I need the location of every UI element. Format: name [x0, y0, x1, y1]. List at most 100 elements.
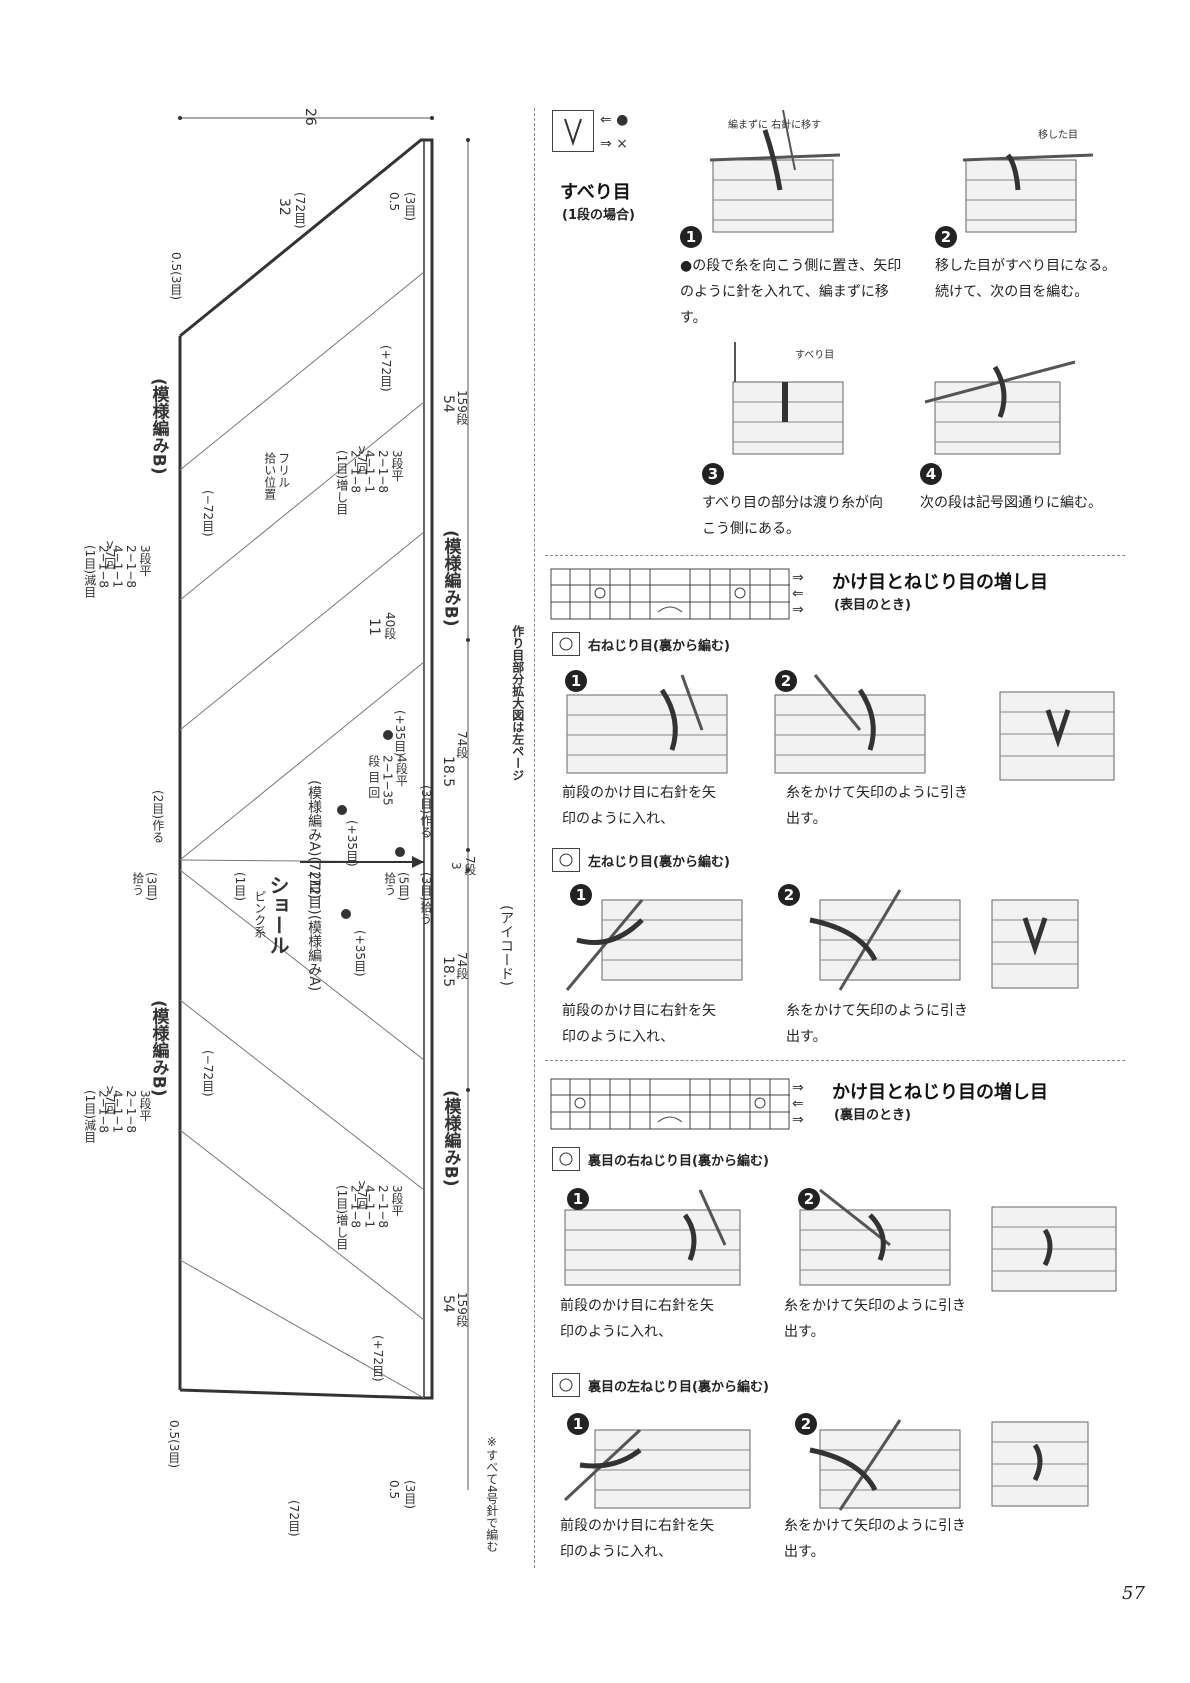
right-twist-step-1-text: 前段のかけ目に右針を矢印のように入れ、	[562, 785, 716, 827]
bottom-edge-stitches: (72目)	[286, 1500, 301, 1537]
frill-position: フリル 拾い位置	[262, 452, 291, 500]
mid-gap: 3	[448, 862, 463, 870]
purl-right-twist-step-1-text: 前段のかけ目に右針を矢印のように入れ、	[560, 1298, 714, 1340]
section-11-rows: 40段	[382, 612, 397, 640]
arrow-right-1: ⇒	[792, 570, 804, 586]
right-top-rows: 159段	[454, 390, 469, 425]
step-badge-1: 1	[680, 226, 702, 248]
needle-note: ※すべて4号針で編む	[484, 1435, 499, 1553]
pattern-b-label-4: (模様編みB)	[440, 1090, 461, 1187]
right-twist-badge-1: 1	[565, 670, 587, 692]
pattern-b-label-3: (模様編みB)	[148, 1000, 169, 1097]
top-left-corner: 0.5(3目)	[168, 252, 183, 301]
mid-gap-rows: 7段	[462, 856, 477, 876]
section-11: 11	[366, 618, 383, 636]
pattern-a-upper: (模様編みA)(72目)	[306, 780, 323, 900]
left-twist-badge-1: 1	[570, 884, 592, 906]
purl-left-twist-step-1-text: 前段のかけ目に右針を矢印のように入れ、	[560, 1518, 714, 1560]
arrow-dot: ⇐ ●	[600, 112, 629, 128]
right-twist-label: 右ねじり目(裏から編む)	[588, 639, 730, 654]
step-badge-4: 4	[920, 463, 942, 485]
purl-right-twist-label: 裏目の右ねじり目(裏から編む)	[588, 1154, 769, 1169]
purl-right-twist-badge-2: 2	[798, 1188, 820, 1210]
slip-step-3-text: すべり目の部分は渡り糸が向こう側にある。	[702, 495, 884, 537]
yarn-label: ピンク系	[252, 890, 267, 938]
left-twist-symbol	[552, 848, 580, 872]
three-stitch-pick: (3目) 拾う	[130, 872, 159, 901]
left-twist-illustration-2	[809, 889, 961, 991]
page-number: 57	[1122, 1583, 1145, 1604]
label-moved: 移した目	[1038, 130, 1078, 141]
purl-right-twist-result	[991, 1206, 1117, 1292]
purl-left-twist-label: 裏目の左ねじり目(裏から編む)	[588, 1380, 769, 1395]
purl-left-twist-badge-2: 2	[795, 1413, 817, 1435]
label-slip: すべり目	[795, 350, 835, 361]
knit-increase-chart	[550, 568, 790, 620]
top-right-corner-stitches: (3目)	[402, 192, 417, 221]
five-stitch-pick: (5目) 拾う	[382, 872, 411, 901]
top-right-corner: 0.5	[386, 192, 401, 212]
slip-stitch-title: すべり目	[560, 182, 631, 203]
purl-right-twist-symbol	[552, 1147, 580, 1171]
arrow-right-2: ⇒	[792, 602, 804, 618]
mid-lower-height: 18.5	[440, 956, 457, 988]
mid-upper-rows: 74段	[454, 731, 469, 759]
decrease-top: 3段平 2−1−8 4−1−1 2−1−8 (1目)減目	[82, 545, 152, 598]
three-stitch-pick-2: (3目)拾う	[418, 872, 433, 925]
top-edge-length: 32	[276, 198, 293, 216]
pattern-b-label-1: (模様編みB)	[148, 378, 169, 475]
pattern-b-label-2: (模様編みB)	[440, 530, 461, 627]
shawl-diagram	[178, 116, 470, 1490]
top-width: 26	[302, 108, 319, 126]
purl-right-twist-badge-1: 1	[567, 1188, 589, 1210]
purl-increase-subtitle: (裏目のとき)	[834, 1108, 911, 1123]
bottom-left-corner: 0.5(3目)	[166, 1420, 181, 1469]
arrow-left-1: ⇐	[792, 586, 804, 602]
slip-illustration-2	[962, 153, 1094, 233]
bottom-right-corner: 0.5	[386, 1480, 401, 1500]
arrow-right-4: ⇒	[792, 1112, 804, 1128]
purl-right-twist-illustration-1	[564, 1189, 741, 1286]
decrease-bottom-times: >7回	[102, 1085, 117, 1115]
purl-left-twist-result	[991, 1421, 1089, 1507]
purl-right-twist-step-2-text: 糸をかけて矢印のように引き出す。	[784, 1298, 966, 1340]
plus35-3: (+35目)	[352, 930, 367, 977]
pattern-a-lower: (72目)(模様編みA)	[306, 872, 323, 992]
arrow-right-3: ⇒	[792, 1080, 804, 1096]
right-twist-result	[999, 691, 1115, 781]
slip-illustration-1	[709, 110, 841, 233]
left-twist-badge-2: 2	[778, 884, 800, 906]
right-bottom-rows: 159段	[454, 1292, 469, 1327]
enlarge-note: 作り目部分拡大図は左ページ	[510, 625, 525, 781]
plus72-bottom: (+72目)	[370, 1335, 385, 1382]
shawl-title: ショール	[266, 875, 290, 955]
purl-increase-title: かけ目とねじり目の増し目	[832, 1082, 1048, 1103]
decrease-top-times: >7回	[102, 540, 117, 570]
slip-step-2-text: 移した目がすべり目になる。続けて、次の目を編む。	[935, 258, 1117, 300]
right-twist-illustration-1	[566, 674, 728, 774]
increase-top: 3段平 2−1−8 4−1−1 2−1−8 (1目)増し目	[334, 450, 404, 515]
slip-stitch-subtitle: (1段の場合)	[562, 208, 635, 223]
increase-bottom-times: >7回	[354, 1180, 369, 1210]
purl-right-twist-illustration-2	[799, 1188, 951, 1286]
slip-step-4-text: 次の段は記号図通りに編む。	[920, 495, 1102, 511]
left-twist-result	[991, 899, 1079, 989]
decrease-bottom: 3段平 2−1−8 4−1−1 2−1−8 (1目)減目	[82, 1090, 152, 1143]
slip-illustration-4	[924, 360, 1076, 455]
mid-upper-height: 18.5	[440, 756, 457, 788]
i-cord: (アイコード)	[498, 905, 515, 986]
label-move: 編まずに 右針に移す	[728, 120, 822, 131]
step-badge-2: 2	[935, 226, 957, 248]
left-twist-step-2-text: 糸をかけて矢印のように引き出す。	[786, 1003, 968, 1045]
left-twist-label: 左ねじり目(裏から編む)	[588, 855, 730, 870]
right-twist-step-2-text: 糸をかけて矢印のように引き出す。	[786, 785, 968, 827]
arrow-x: ⇒ ×	[600, 136, 628, 152]
top-edge-stitches: (72目)	[292, 192, 307, 229]
vertical-divider	[534, 108, 535, 1568]
purl-increase-chart	[550, 1078, 790, 1130]
right-top-height: 54	[440, 395, 457, 413]
arrow-left-2: ⇐	[792, 1096, 804, 1112]
minus72-top: (−72目)	[200, 490, 215, 537]
increase-35: 4段平 2−1−35 段 目 回	[366, 755, 409, 806]
purl-left-twist-symbol	[552, 1373, 580, 1397]
